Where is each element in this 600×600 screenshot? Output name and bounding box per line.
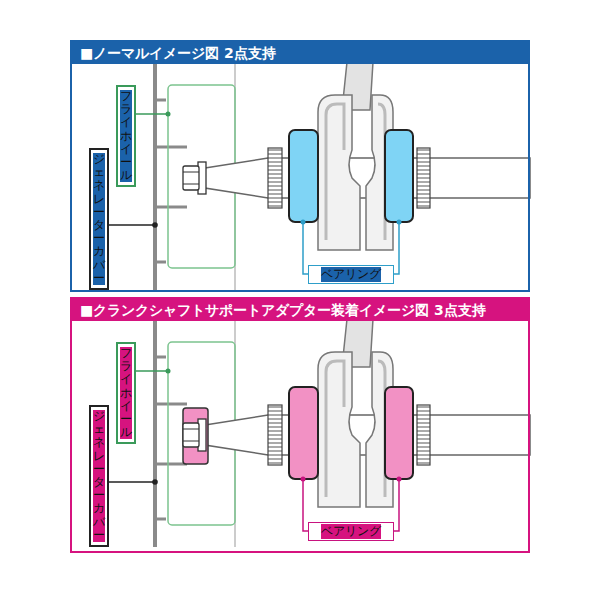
vertical-label-box: ジェネレーターカバー (89, 148, 109, 290)
label-box: ベアリング (308, 522, 394, 541)
part-label: フライホイール (120, 347, 132, 439)
leader-dot (397, 477, 402, 482)
leader-dot (301, 477, 306, 482)
panel-frame: ■クランクシャフトサポートアダプター装着イメージ図 3点支持フライホイールジェネ… (70, 297, 530, 553)
leader-dot (397, 220, 402, 225)
leader-dot (152, 222, 158, 228)
vertical-label-box: フライホイール (116, 85, 136, 187)
part-label: フライホイール (120, 90, 132, 182)
crank-bolt (183, 162, 206, 194)
part-label: ベアリング (321, 524, 381, 539)
crank-bolt (183, 419, 206, 451)
vertical-label-box: ジェネレーターカバー (89, 405, 109, 547)
label-box: ベアリング (308, 265, 394, 284)
vertical-label-box: フライホイール (116, 342, 136, 444)
crankshaft-normal (155, 62, 530, 290)
panel-frame: ■ノーマルイメージ図 2点支持フライホイールジェネレーターカバーベアリング (70, 40, 530, 292)
panel-heading: ■ノーマルイメージ図 2点支持 (72, 42, 528, 64)
support-adapter (183, 408, 208, 464)
part-label: ジェネレーターカバー (93, 153, 105, 285)
leader-dot (301, 220, 306, 225)
panel-heading: ■クランクシャフトサポートアダプター装着イメージ図 3点支持 (72, 299, 528, 321)
leader-dot (152, 479, 158, 485)
leader-dot (166, 369, 171, 374)
crankshaft-supported (155, 319, 530, 547)
leader-dot (166, 112, 171, 117)
part-label: ベアリング (321, 267, 381, 282)
part-label: ジェネレーターカバー (93, 410, 105, 542)
